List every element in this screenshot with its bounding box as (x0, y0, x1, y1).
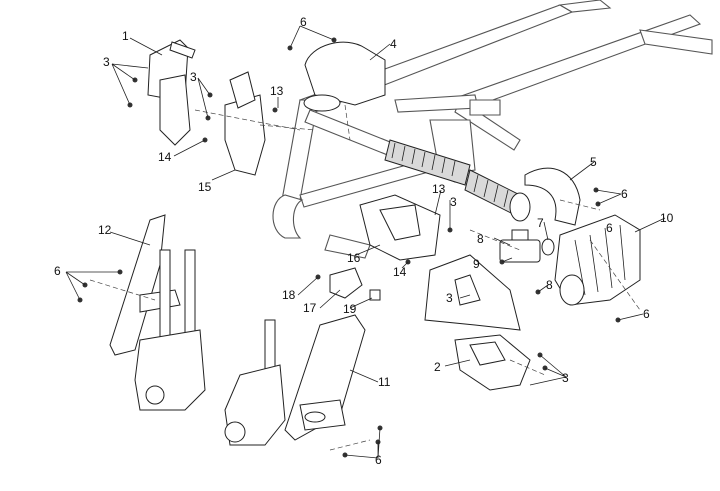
callout-6f: 6 (375, 453, 382, 467)
callout-18: 18 (282, 288, 296, 302)
callout-labels: 1 3 3 14 15 13 6 4 5 6 10 6 13 3 7 8 9 8… (54, 15, 674, 467)
callout-5: 5 (590, 155, 597, 169)
part-3-guard-upper (424, 254, 521, 331)
shock-absorber (384, 139, 531, 222)
callout-3c: 3 (450, 195, 457, 209)
callout-1: 1 (122, 29, 129, 43)
callout-6a: 6 (300, 15, 307, 29)
callout-2: 2 (434, 360, 441, 374)
callout-17: 17 (303, 301, 317, 315)
callout-3a: 3 (103, 55, 110, 69)
leader-lines (65, 25, 666, 459)
callout-19: 19 (343, 302, 357, 316)
callout-11: 11 (378, 375, 391, 389)
callout-16: 16 (347, 251, 361, 265)
part-7-9-small (499, 229, 555, 263)
part-17-bracket (329, 267, 381, 301)
callout-8b: 8 (546, 278, 553, 292)
bracket-left (159, 74, 191, 146)
part-15-cover (224, 71, 266, 176)
callout-7: 7 (537, 216, 544, 230)
callout-13b: 13 (432, 182, 446, 196)
callout-13a: 13 (270, 84, 284, 98)
callout-12: 12 (98, 223, 112, 237)
callout-3e: 3 (562, 371, 569, 385)
callout-10: 10 (660, 211, 674, 225)
callout-14b: 14 (393, 265, 407, 279)
callout-14a: 14 (158, 150, 172, 164)
fork-left (134, 249, 206, 411)
callout-6c: 6 (606, 221, 613, 235)
chassis-frame (272, 0, 713, 259)
callout-6d: 6 (54, 264, 61, 278)
part-4-cap (303, 41, 386, 112)
part-10-alternator-cover (554, 214, 641, 306)
callout-3b: 3 (190, 70, 197, 84)
callout-4: 4 (390, 37, 397, 51)
fork-right (224, 319, 286, 446)
part-16-bracket (359, 194, 441, 261)
callout-15: 15 (198, 180, 212, 194)
callout-8a: 8 (477, 232, 484, 246)
callout-6e: 6 (643, 307, 650, 321)
callout-6b: 6 (621, 187, 628, 201)
part-2-guard-lower (454, 334, 531, 391)
callout-9: 9 (473, 257, 480, 271)
part-11-fork-guard-right (284, 314, 366, 441)
callout-3d: 3 (446, 291, 453, 305)
part-5-side-cover (524, 167, 581, 226)
assembly-lines (89, 104, 641, 451)
